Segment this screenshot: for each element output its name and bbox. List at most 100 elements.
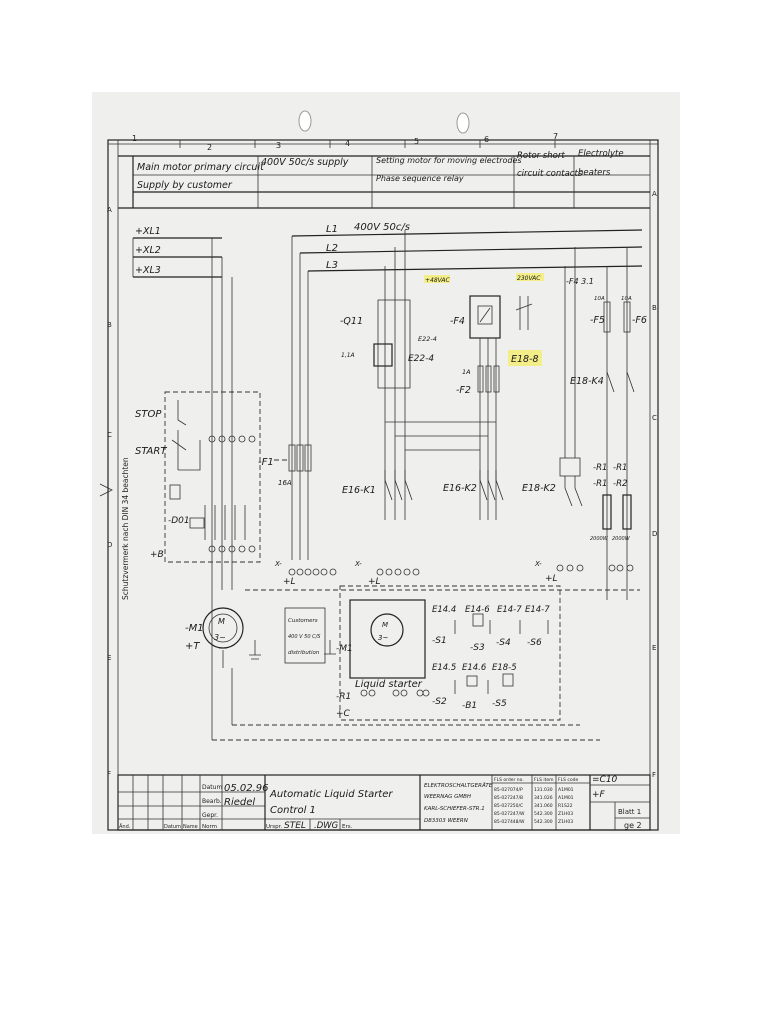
frame-border xyxy=(107,139,659,831)
f2-rating: 1A xyxy=(462,368,471,376)
phase-relay-box xyxy=(469,295,501,339)
ctrl-e14-4: E14.4 xyxy=(432,605,456,615)
tb-datum2-label: Datum xyxy=(164,824,181,830)
row-right-d: D xyxy=(652,530,657,538)
tb-ref1: =C10 xyxy=(592,775,618,785)
tb-company-2: WEERNAG GMBH xyxy=(424,794,471,800)
tb-col-code: FLS code xyxy=(558,777,578,783)
tb-ref2: +F xyxy=(592,790,606,800)
ctrl-e14-5: E14.5 xyxy=(432,663,456,673)
e18-k2-label: E18-K2 xyxy=(522,483,556,494)
control-enclosure xyxy=(339,585,561,721)
ctrl-b1: -B1 xyxy=(462,701,477,711)
f1-rating: 16A xyxy=(278,479,292,487)
tb-aend-label: Änd. xyxy=(119,823,131,830)
ctrl-e14-7b: E14-7 xyxy=(525,605,550,615)
ctrl-s5: -S5 xyxy=(492,699,507,709)
plus-b-label: +B xyxy=(150,550,164,560)
tb-ge: ge 2 xyxy=(624,821,642,830)
tb-code-3: R1S22 xyxy=(558,803,573,809)
ctrl-e14-6b: E14.6 xyxy=(462,663,487,673)
f1-label: -F1 xyxy=(258,457,274,468)
tb-order-2: 85-027247/B xyxy=(494,795,523,801)
plus-l-left: +L xyxy=(283,577,296,587)
e18-8-label: E18-8 xyxy=(511,354,539,365)
drawing-sheet xyxy=(92,92,680,834)
ctrl-e18-5: E18-5 xyxy=(492,663,517,673)
x-mid-label: X- xyxy=(354,560,362,568)
tb-item-1: 131.030 xyxy=(534,787,553,793)
bus-voltage-label: 400V 50c/s xyxy=(354,222,410,233)
x-left-label: X- xyxy=(274,560,282,568)
plus-l-mid: +L xyxy=(368,577,381,587)
row-right-f: F xyxy=(652,771,656,779)
m1-label: -M1 xyxy=(185,623,204,634)
tb-title-1: Automatic Liquid Starter xyxy=(269,789,393,800)
row-right-a: A xyxy=(652,190,657,198)
row-right-e: E xyxy=(652,644,656,652)
r1a-label: -R1 xyxy=(593,463,607,473)
bus-l1-label: L1 xyxy=(326,224,338,235)
customers-1: Customers xyxy=(288,618,318,624)
tb-item-4: 542.300 xyxy=(534,811,553,817)
motor-m-symbol-2: M xyxy=(382,621,388,629)
col-num-6: 6 xyxy=(484,135,489,144)
tb-blatt: Blatt 1 xyxy=(618,808,641,816)
d01-label: -D01 xyxy=(168,516,190,526)
tb-bearb-label: Bearb. xyxy=(202,798,222,805)
power-2: 2000W xyxy=(612,536,631,542)
plus-c-label: +C xyxy=(336,709,351,719)
motor-m1-symbol xyxy=(202,607,244,649)
tb-company-4: D83303 WEERN xyxy=(424,818,468,824)
header-electrolyte-1: Electrolyte xyxy=(578,149,624,159)
tb-col-item: FLS item xyxy=(534,777,554,783)
ctrl-s3: -S3 xyxy=(470,643,485,653)
tb-order-3: 85-027250/C xyxy=(494,803,523,809)
tb-datum-value: 05.02.96 xyxy=(224,783,269,794)
binder-hole-right xyxy=(456,112,470,134)
ctrl-s1: -S1 xyxy=(432,636,447,646)
liquid-starter-label: Liquid starter xyxy=(355,679,423,690)
row-right-c: C xyxy=(652,414,657,422)
tb-norm-label: Norm xyxy=(202,824,217,830)
tb-datum-label: Datum xyxy=(202,784,222,791)
side-protection-note: Schutzvermerk nach DIN 34 beachten xyxy=(121,457,130,600)
header-setting-motor: Setting motor for moving electrodes xyxy=(376,156,522,165)
hl-230vac-text: 230VAC xyxy=(517,275,541,282)
hl-230vac xyxy=(516,273,544,281)
row-left-b: B xyxy=(107,321,112,329)
row-left-c: C xyxy=(107,431,112,439)
q11-range: 1,1A xyxy=(341,352,355,359)
tb-order-1: 85-027074/P xyxy=(494,787,523,793)
tb-code-5: Z1H03 xyxy=(558,819,573,825)
tb-item-5: 542.300 xyxy=(534,819,553,825)
r1b-label: -R1 xyxy=(593,479,607,489)
row-left-a: A xyxy=(107,206,112,214)
ctrl-s4: -S4 xyxy=(496,638,511,648)
motor-3-symbol: 3~ xyxy=(214,633,226,642)
customers-3: distribution xyxy=(288,650,320,656)
power-1: 2000W xyxy=(590,536,609,542)
bus-l2-label: L2 xyxy=(326,243,338,254)
ctrl-s6: -S6 xyxy=(527,638,542,648)
tb-code-4: Z1H03 xyxy=(558,811,573,817)
tb-col-order: FLS order no. xyxy=(494,777,524,783)
terminal-xl2: +XL2 xyxy=(135,245,161,256)
ctrl-e14-6: E14-6 xyxy=(465,605,490,615)
header-supply-customer: Supply by customer xyxy=(137,180,233,191)
col-num-3: 3 xyxy=(276,141,281,150)
customers-2: 400 V 50 C/S xyxy=(288,634,321,640)
hl-48vac xyxy=(424,275,450,283)
tb-name-label: Name xyxy=(183,824,198,830)
terminal-xl1: +XL1 xyxy=(135,226,161,237)
d01-enclosure xyxy=(164,391,261,563)
header-electrolyte-2: heaters xyxy=(578,168,611,178)
f2-label: -F2 xyxy=(456,385,471,396)
tb-order-5: 85-027448/W xyxy=(494,819,525,825)
tb-ers-label: Ers. xyxy=(342,824,353,830)
e16-k2-label: E16-K2 xyxy=(443,483,477,494)
col-num-1: 1 xyxy=(132,134,137,143)
col-num-7: 7 xyxy=(553,132,558,141)
handwritten-note: -F4 3.1 xyxy=(566,277,594,286)
